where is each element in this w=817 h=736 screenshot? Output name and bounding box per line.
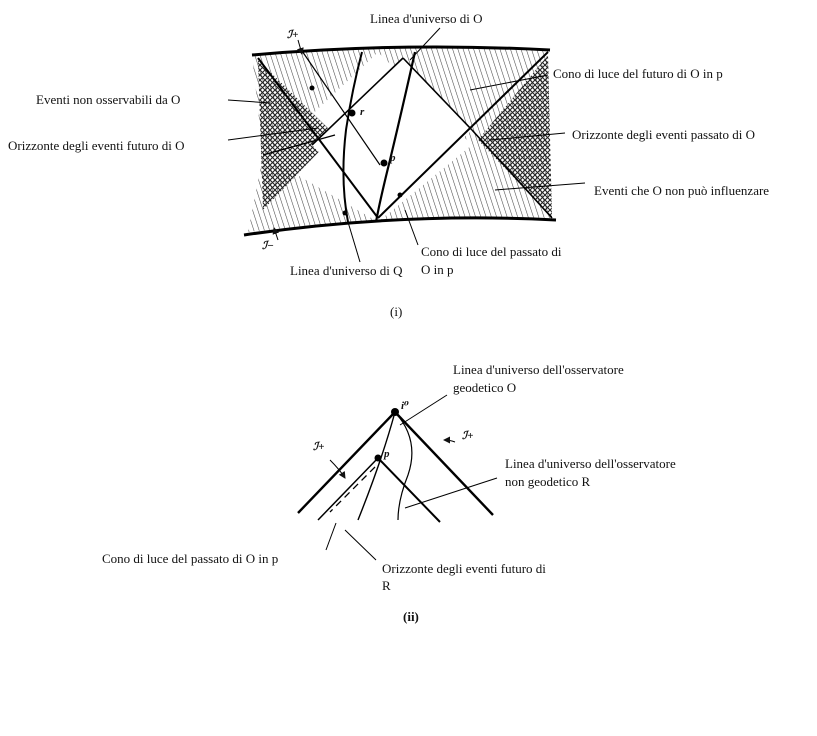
past-horizon-line (377, 51, 549, 219)
label-geodesic-line2: geodetico O (453, 380, 517, 395)
mark-point-p-ii: p (384, 448, 390, 460)
right-null-infinity (394, 411, 494, 516)
leader-unobservable (227, 99, 271, 104)
point-r (348, 109, 356, 117)
point-bottom (342, 210, 348, 216)
past-cone-dashed (329, 466, 376, 513)
right-dense-region (478, 55, 552, 218)
label-world-line-o: Linea d'universo di O (370, 11, 483, 26)
mark-scri-minus: ℐ− (262, 240, 274, 252)
label-future-horizon: Orizzonte degli eventi futuro di O (8, 138, 185, 153)
scri-plus-arrow (296, 39, 304, 55)
label-horizon-line2: R (382, 578, 391, 593)
label-future-cone: Cono di luce del futuro di O in p (553, 66, 723, 81)
leader-past-cone (404, 209, 419, 246)
uninfluenceable-events-region (248, 145, 552, 232)
mark-scri-plus: ℐ+ (287, 29, 299, 41)
right-outer-edge (471, 129, 553, 219)
label-past-cone-ii: Cono di luce del passato di O in p (102, 551, 279, 566)
left-null-infinity (297, 411, 396, 514)
world-line-q (342, 51, 363, 223)
label-past-cone-line2: O in p (421, 262, 454, 277)
past-cone-left (317, 457, 379, 521)
observable-diamond (312, 58, 472, 215)
diamond-upper-right (402, 57, 473, 131)
leader-world-line-q (347, 221, 361, 263)
scri-left-arrow (329, 459, 346, 479)
point-left-edge (309, 85, 315, 91)
leader-geodesic (399, 394, 448, 426)
diamond-upper-left (311, 57, 404, 146)
past-cone-right (377, 457, 441, 523)
label-geodesic-line1: Linea d'universo dell'osservatore (453, 362, 624, 377)
leader-nongeodesic (404, 477, 498, 509)
leader-future-cone (469, 74, 549, 91)
future-null-infinity-curve (251, 45, 551, 57)
figure-ii (297, 394, 498, 561)
point-p-ii (374, 454, 382, 462)
world-line-o (374, 51, 417, 223)
scri-right-arrow (443, 436, 456, 444)
future-horizon-line (257, 57, 379, 219)
leader-world-line-o (409, 27, 441, 61)
mark-point-i0: i⁰ (401, 400, 409, 412)
left-outer-edge (262, 134, 336, 156)
point-i0 (391, 408, 399, 416)
leader-uninfluenceable (494, 182, 586, 191)
label-unobservable-events: Eventi non osservabili da O (36, 92, 181, 107)
mark-scri-left: ℐ+ (313, 441, 325, 453)
mark-point-p: p (390, 152, 396, 164)
label-world-line-q: Linea d'universo di Q (290, 263, 403, 278)
mark-scri-right: ℐ+ (462, 430, 474, 442)
label-nongeodesic-line1: Linea d'universo dell'osservatore (505, 456, 676, 471)
mark-point-r: r (360, 106, 365, 118)
leader-past-horizon (489, 132, 566, 141)
caption-i: (i) (390, 304, 403, 319)
label-uninfluenceable-events: Eventi che O non può influenzare (594, 183, 770, 198)
leader-horizon-ii (344, 529, 377, 561)
null-ray-through-r (299, 47, 381, 166)
caption-ii: (ii) (403, 609, 419, 624)
scri-minus-arrow (272, 227, 280, 241)
past-null-infinity-curve (243, 216, 557, 237)
figure-i (227, 27, 586, 263)
unobservable-events-region (252, 46, 548, 215)
point-p (380, 159, 388, 167)
world-line-nongeodesic-r (394, 411, 413, 521)
leader-future-horizon (227, 127, 319, 141)
label-past-cone-line1: Cono di luce del passato di (421, 244, 562, 259)
label-nongeodesic-line2: non geodetico R (505, 474, 591, 489)
label-past-horizon: Orizzonte degli eventi passato di O (572, 127, 756, 142)
label-horizon-line1: Orizzonte degli eventi futuro di (382, 561, 546, 576)
left-dense-region (258, 60, 335, 210)
point-lower-right (397, 192, 403, 198)
world-line-geodesic-o (357, 411, 396, 521)
leader-past-cone-ii (325, 522, 337, 551)
